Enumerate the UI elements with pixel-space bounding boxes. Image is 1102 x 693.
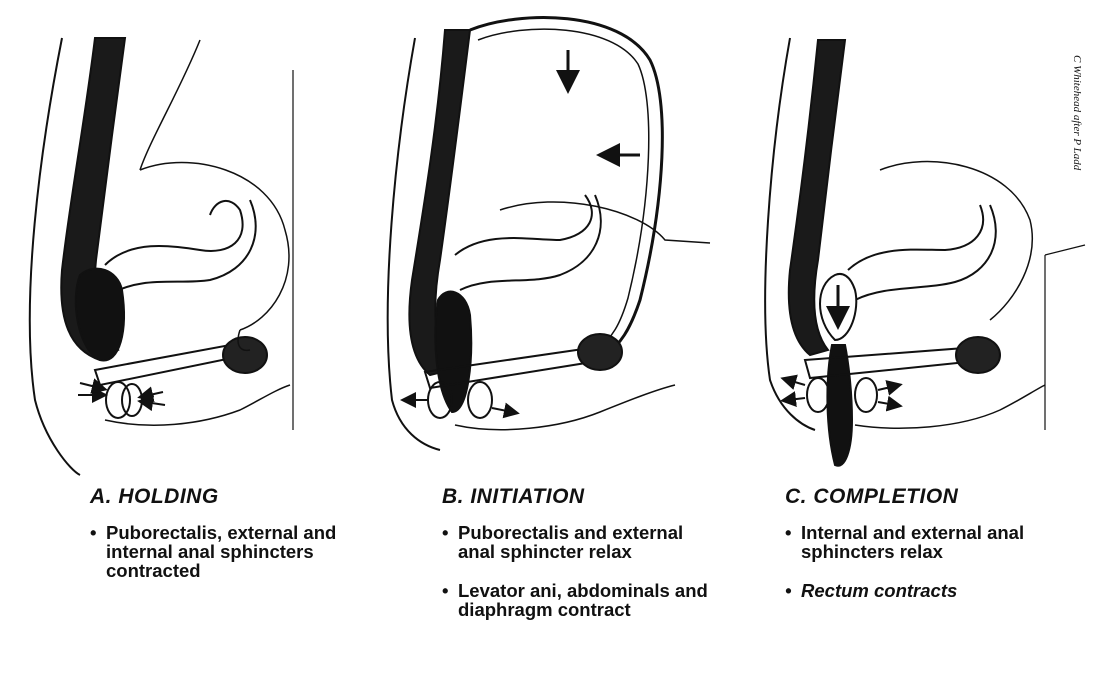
diaphragm-abdominal-wall <box>470 18 662 355</box>
illustrator-credit: C Whitehead after P Ladd <box>1071 55 1083 170</box>
caption-title: A. HOLDING <box>90 485 390 509</box>
caption-bullets: Puborectalis and external anal sphincter… <box>442 523 722 619</box>
diagram-holding <box>30 38 293 475</box>
caption-bullet: Puborectalis and external anal sphincter… <box>442 523 722 561</box>
caption-holding: A. HOLDING Puborectalis, external and in… <box>90 485 390 600</box>
caption-bullet: Levator ani, abdominals and diaphragm co… <box>442 581 722 619</box>
caption-bullets: Puborectalis, external and internal anal… <box>90 523 390 580</box>
caption-title: C. COMPLETION <box>785 485 1065 509</box>
pubic-bone <box>223 337 267 373</box>
diagram-initiation <box>388 18 710 450</box>
caption-bullet: Rectum contracts <box>785 581 1065 600</box>
caption-title: B. INITIATION <box>442 485 722 509</box>
stool <box>827 345 852 466</box>
pubic-bone <box>956 337 1000 373</box>
pubic-bone <box>578 334 622 370</box>
rectum-stool <box>435 292 471 412</box>
caption-bullet: Internal and external anal sphincters re… <box>785 523 1065 561</box>
caption-initiation: B. INITIATION Puborectalis and external … <box>442 485 722 639</box>
caption-bullet: Puborectalis, external and internal anal… <box>90 523 390 580</box>
caption-bullets: Internal and external anal sphincters re… <box>785 523 1065 600</box>
caption-completion: C. COMPLETION Internal and external anal… <box>785 485 1065 620</box>
diagram-completion <box>765 38 1085 466</box>
